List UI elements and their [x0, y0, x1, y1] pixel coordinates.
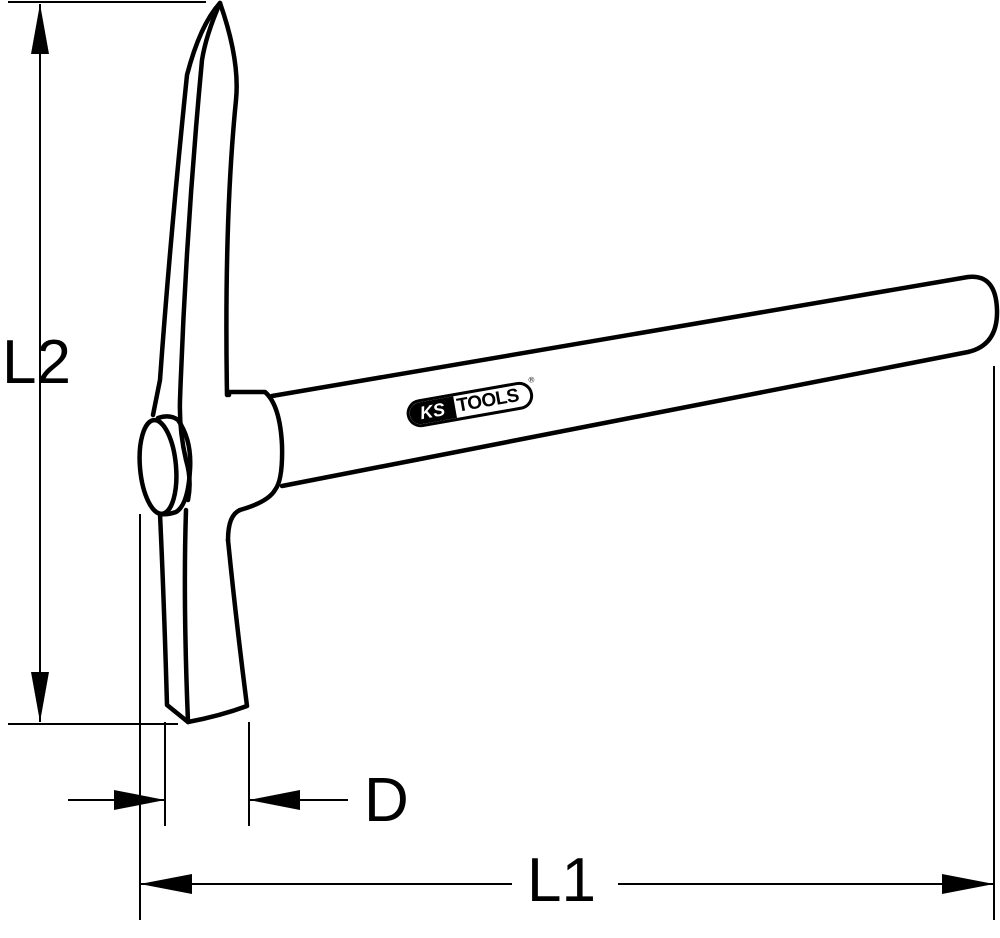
- hammer-head-collar: [225, 389, 285, 543]
- dimension-d: [68, 722, 348, 826]
- arrow-right-icon: [942, 874, 994, 894]
- hammer-face-disc: [137, 414, 193, 517]
- arrow-left-icon: [140, 874, 192, 894]
- logo-tools-text: TOOLS: [455, 385, 521, 417]
- dimension-label-d: D: [364, 766, 409, 835]
- chisel-blade: [157, 507, 250, 725]
- hammer-handle: [269, 274, 1000, 489]
- arrow-down-icon: [31, 672, 49, 722]
- dimension-l1: [139, 366, 995, 920]
- registered-mark: ®: [527, 375, 536, 385]
- dimension-l2: [8, 1, 206, 725]
- pick-blade: [150, 0, 239, 503]
- arrow-left-icon: [249, 790, 300, 810]
- logo-ks-text: KS: [407, 396, 458, 426]
- arrow-up-icon: [31, 4, 49, 54]
- dimension-label-l1: L1: [527, 846, 596, 915]
- dimension-label-l2: L2: [2, 328, 71, 397]
